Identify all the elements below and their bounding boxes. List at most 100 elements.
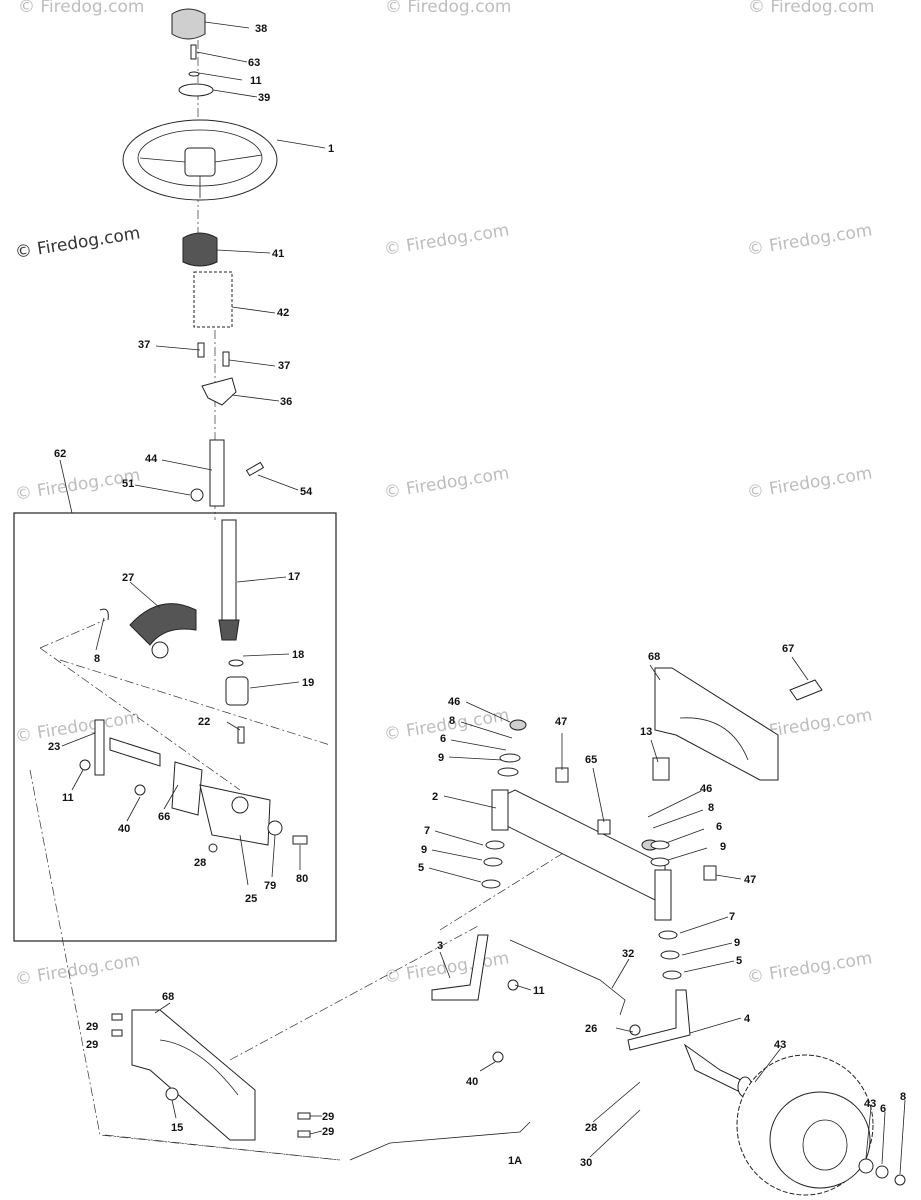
callout-3: 3 [437,940,443,952]
callout-80: 80 [296,873,308,885]
callout-28-b: 28 [585,1122,597,1134]
sleeve-part [193,271,233,328]
callout-46-a: 46 [448,696,460,708]
callout-9-a: 9 [438,752,444,764]
callout-8-b: 8 [449,715,455,727]
watermark-8: © Firedog.com [383,463,511,503]
callout-9-d: 9 [734,937,740,949]
callout-28-a: 28 [194,857,206,869]
callout-40-a: 40 [118,823,130,835]
tie-rod-32-part [509,939,626,1016]
callout-43-a: 43 [774,1039,786,1051]
watermark-9: © Firedog.com [746,463,874,503]
callout-5-a: 5 [418,862,424,874]
callout-65: 65 [585,754,597,766]
callout-27: 27 [122,572,134,584]
callout-6-a: 6 [440,733,446,745]
watermark-6: © Firedog.com [746,220,874,260]
leader-lines [59,21,906,1175]
bracket-23-part [94,719,105,776]
callout-7-b: 7 [729,911,735,923]
callout-11-a: 11 [250,75,262,87]
inset-frame [13,512,337,942]
callout-19: 19 [302,677,314,689]
axle-assembly [431,719,753,1098]
callout-2: 2 [432,791,438,803]
callout-18: 18 [292,649,304,661]
flange-part [201,377,237,406]
drag-link-1A-part [349,1121,531,1161]
callout-67: 67 [782,643,794,655]
inset-box [13,512,337,942]
disc-part [178,83,214,97]
callout-23: 23 [48,741,60,753]
callout-6-c: 6 [880,1103,886,1115]
callout-79: 79 [264,880,276,892]
callout-9-c: 9 [421,844,427,856]
callout-43-b: 43 [864,1098,876,1110]
callout-11-b: 11 [62,792,74,804]
callout-22: 22 [198,716,210,728]
callout-47-b: 47 [744,874,756,886]
bracket-right [654,667,823,781]
callout-47-a: 47 [555,716,567,728]
callout-6-b: 6 [716,821,722,833]
callout-37-a: 37 [138,339,150,351]
callout-66: 66 [158,811,170,823]
callout-51: 51 [122,478,134,490]
callout-39: 39 [258,92,270,104]
callout-17: 17 [288,571,300,583]
spindle-4-part [627,989,691,1051]
callout-40-b: 40 [466,1076,478,1088]
callout-29-b: 29 [86,1039,98,1051]
spindle-3-part [431,934,489,1001]
watermark-11: © Firedog.com [383,705,511,745]
callout-54: 54 [300,486,313,498]
callout-68-a: 68 [648,651,660,663]
center-lines [29,40,601,1161]
callout-5-b: 5 [736,955,742,967]
callout-8-a: 8 [94,653,100,665]
watermark-14: © Firedog.com [383,948,511,988]
watermark-1: © Firedog.com [18,0,144,17]
callout-36: 36 [280,396,292,408]
steering-column-top [122,8,278,507]
callout-26: 26 [585,1023,597,1035]
callout-46-b: 46 [700,783,712,795]
callout-63: 63 [248,57,260,69]
adapter-part [182,232,218,267]
hub-part [184,147,216,177]
washer-part [188,71,200,77]
callout-1: 1 [328,143,334,155]
callout-30: 30 [580,1157,592,1169]
watermark-4: © Firedog.com [14,223,142,263]
callout-68-b: 68 [162,991,174,1003]
screw-part [190,44,197,60]
callout-8-d: 8 [900,1091,906,1103]
callout-29-c: 29 [322,1111,334,1123]
pivot-block-part [225,676,249,706]
callout-7-a: 7 [424,825,430,837]
callout-29-d: 29 [322,1126,334,1138]
callout-13: 13 [640,726,652,738]
bolt-67-part [789,679,823,701]
callout-38: 38 [255,23,267,35]
callout-42: 42 [277,307,289,319]
callout-9-b: 9 [720,841,726,853]
watermark-3: © Firedog.com [748,0,874,17]
callout-41: 41 [272,248,284,260]
callout-8-c: 8 [708,802,714,814]
watermark-5: © Firedog.com [383,220,511,260]
front-wheel [736,1054,906,1196]
watermark-15: © Firedog.com [746,948,874,988]
bushing-part [171,761,203,816]
watermark-10: © Firedog.com [14,707,142,747]
callout-37-b: 37 [278,360,290,372]
steering-shaft-part [221,519,237,631]
callout-15: 15 [171,1122,183,1134]
callout-62: 62 [54,448,66,460]
sector-gear-part [129,603,197,646]
callout-29-a: 29 [86,1021,98,1033]
callout-4: 4 [744,1013,751,1025]
callout-44: 44 [145,453,158,465]
